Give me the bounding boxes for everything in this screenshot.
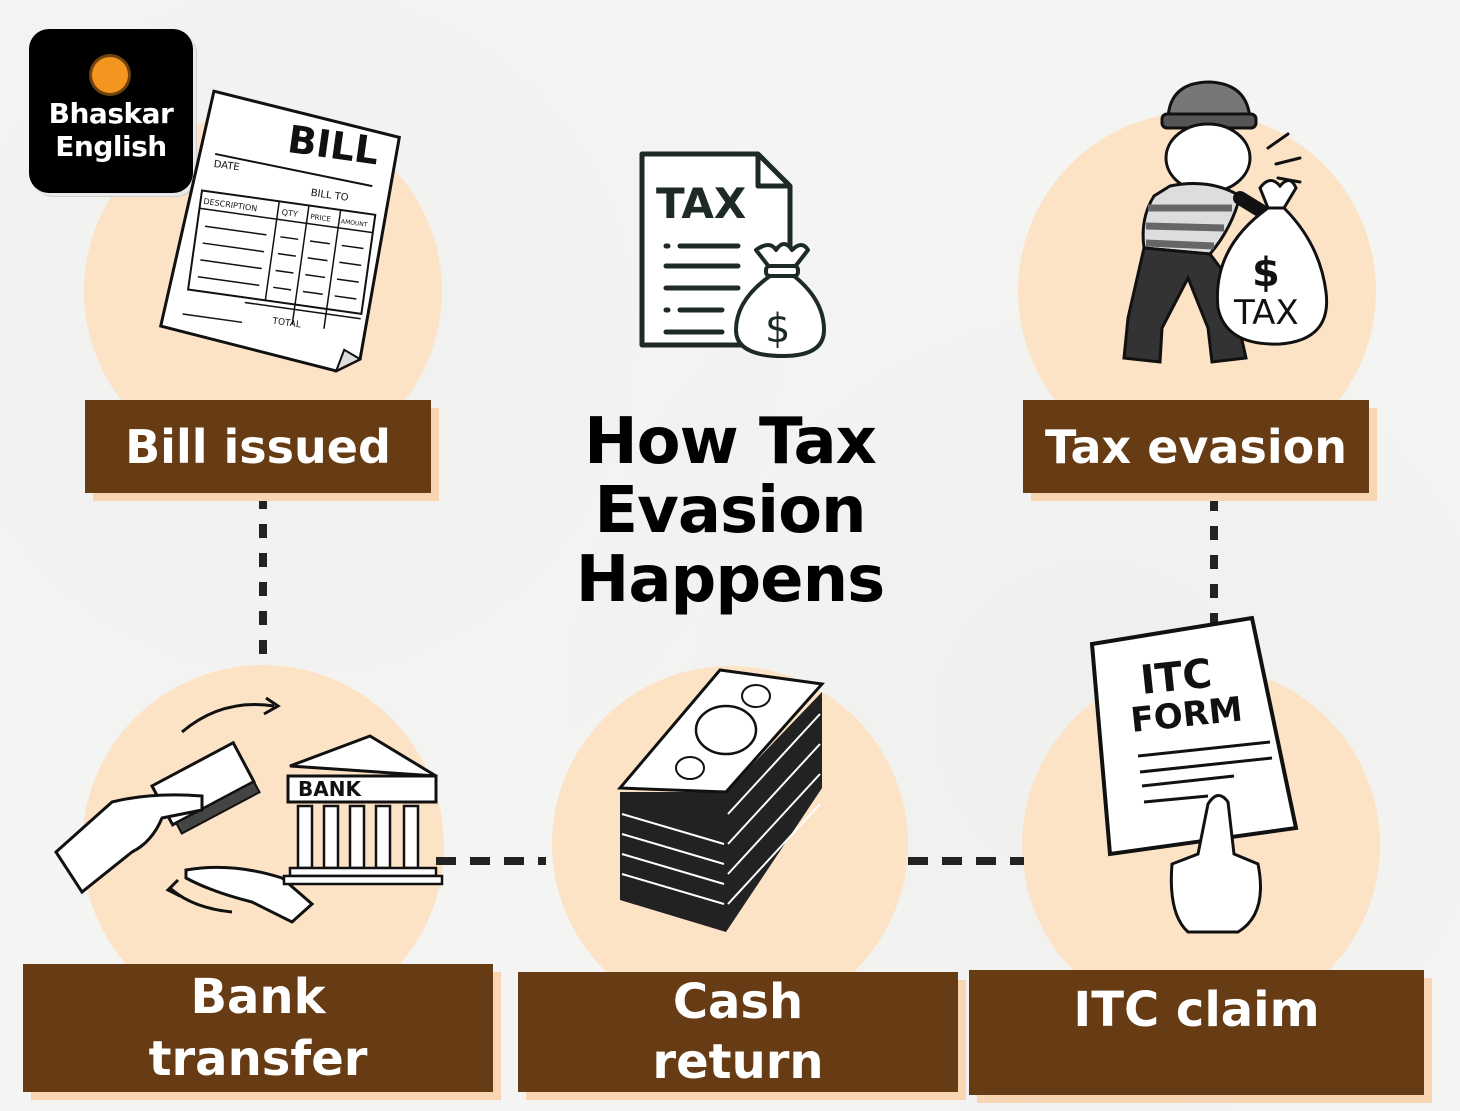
label-text: ITC claim: [1073, 982, 1320, 1038]
bill-total-label: TOTAL: [271, 316, 302, 330]
thief-bag-tax-text: TAX: [1233, 293, 1299, 333]
page-title: How Tax Evasion Happens: [560, 408, 900, 615]
label-text: Tax evasion: [1045, 419, 1347, 474]
thief-with-tax-bag-icon: $ TAX: [1122, 80, 1329, 364]
connector-evasion-to-itc: [1210, 497, 1218, 629]
bag-dollar-symbol: $: [765, 306, 790, 352]
step-label-bill-issued: Bill issued: [85, 400, 439, 501]
label-text-line2: return: [652, 1034, 824, 1090]
title-line1: How Tax: [584, 405, 877, 479]
logo-text-line1: Bhaskar: [48, 97, 174, 130]
connector-cash-to-itc: [908, 857, 1024, 865]
step-label-bank-transfer: Bank transfer: [23, 964, 501, 1100]
thief-bag-dollar: $: [1252, 250, 1280, 296]
connector-bill-to-bank: [259, 495, 267, 655]
logo-text-line2: English: [55, 130, 167, 163]
bill-date-label: DATE: [213, 159, 240, 174]
title-line2: Evasion: [594, 474, 866, 548]
itc-form-line1: ITC: [1138, 651, 1214, 704]
label-text-line1: Bank: [190, 969, 326, 1025]
bhaskar-english-logo: Bhaskar English: [29, 29, 193, 193]
step-label-tax-evasion: Tax evasion: [1023, 400, 1377, 501]
label-text-line2: transfer: [148, 1031, 368, 1087]
tax-doc-text: TAX: [656, 179, 746, 228]
step-label-cash-return: Cash return: [518, 972, 966, 1100]
bank-sign-text: BANK: [298, 777, 362, 801]
sun-icon: [92, 57, 128, 93]
tax-document-money-bag-icon: TAX $: [639, 151, 826, 358]
bill-invoice-icon: BILL DATE BILL TO DESCRIPTION QTY PRICE …: [158, 89, 402, 373]
label-text-line1: Cash: [672, 974, 804, 1030]
hands-cash-bank-icon: BANK: [54, 696, 444, 924]
bill-col-price: PRICE: [310, 213, 331, 224]
bill-to-label: BILL TO: [310, 188, 349, 204]
title-line3: Happens: [575, 543, 885, 617]
cash-stack-icon: [616, 668, 825, 932]
bill-col-qty: QTY: [281, 208, 298, 219]
step-label-itc-claim: ITC claim: [969, 970, 1432, 1103]
hand-holding-itc-form-icon: ITC FORM: [1089, 615, 1299, 934]
connector-bank-to-cash: [436, 857, 546, 865]
label-text: Bill issued: [125, 419, 391, 474]
bill-col-amount: AMOUNT: [341, 218, 369, 229]
